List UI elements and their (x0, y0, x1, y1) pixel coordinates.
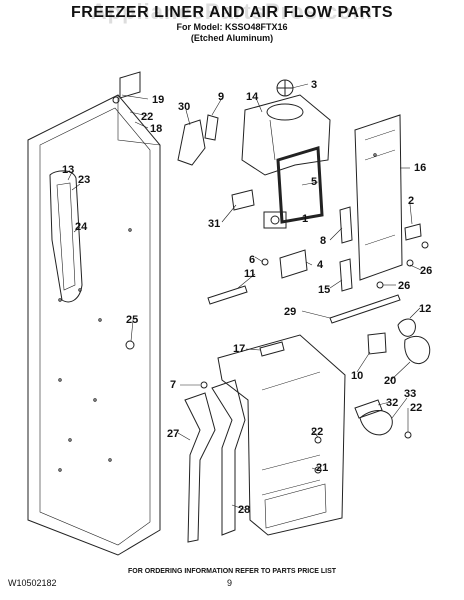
part-25-plug (125, 340, 135, 350)
callout-29: 29 (284, 306, 297, 318)
part-30-harness (177, 119, 206, 166)
callout-21: 21 (316, 462, 329, 474)
callout-6: 6 (249, 254, 256, 266)
part-33-light-housing (359, 410, 393, 436)
callout-31: 31 (208, 218, 221, 230)
part-21-duct-cover (217, 334, 346, 536)
callout-33: 33 (404, 388, 417, 400)
ordering-note: FOR ORDERING INFORMATION REFER TO PARTS … (127, 568, 337, 575)
callout-9: 9 (218, 91, 225, 103)
callout-13: 13 (62, 164, 75, 176)
callout-3: 3 (311, 79, 318, 91)
callout-12: 12 (419, 303, 432, 315)
callout-8: 8 (320, 235, 327, 247)
part-20-cover (404, 335, 431, 364)
part-32-bracket (354, 399, 383, 419)
freezer-liner (27, 94, 161, 556)
callout-22-cover: 22 (311, 426, 324, 438)
part-31-label (231, 189, 255, 211)
part-8-bracket (339, 206, 353, 244)
callout-11: 11 (244, 268, 256, 280)
callout-7: 7 (170, 379, 177, 391)
callout-4: 4 (317, 259, 324, 271)
side-air-duct (49, 170, 83, 303)
page-number: 9 (227, 578, 233, 588)
part-12-bulb (397, 318, 416, 337)
part-11-heater (207, 285, 248, 305)
watermark: AppliancePartsPros.com (90, 0, 374, 24)
callout-14: 14 (246, 91, 259, 103)
part-17-label (259, 341, 285, 357)
part-19-bracket (119, 71, 141, 99)
callout-15: 15 (318, 284, 331, 296)
part-5-gasket (276, 146, 324, 224)
part-14-duct-housing (241, 94, 331, 176)
part-3-fan (276, 79, 294, 97)
part-2-clip (404, 223, 422, 241)
callout-2: 2 (408, 195, 415, 207)
part-10-socket (367, 332, 387, 355)
callout-28: 28 (238, 504, 251, 516)
callout-27: 27 (167, 428, 180, 440)
callout-1: 1 (302, 213, 309, 225)
callout-25: 25 (126, 314, 139, 326)
part-27-duct (184, 392, 216, 543)
finish-line: (Etched Aluminum) (190, 33, 274, 43)
callout-26-upper: 26 (420, 265, 433, 277)
page-title: FREEZER LINER AND AIR FLOW PARTS (70, 4, 394, 21)
callout-32: 32 (386, 397, 399, 409)
document-number: W10502182 (8, 578, 57, 588)
callout-26-lower: 26 (398, 280, 411, 292)
callout-18: 18 (150, 123, 163, 135)
page-header: FREEZER LINER AND AIR FLOW PARTS For Mod… (0, 4, 464, 44)
callout-30: 30 (178, 101, 191, 113)
part-28-duct (211, 379, 246, 536)
part-29-strip (329, 294, 401, 324)
callout-20: 20 (384, 375, 397, 387)
callout-10: 10 (351, 370, 364, 382)
callout-16: 16 (414, 162, 427, 174)
model-line: For Model: KSSO48FTX16 (176, 22, 288, 32)
part-16-back-panel (354, 114, 403, 281)
callout-22: 22 (141, 111, 154, 123)
callout-19: 19 (152, 94, 165, 106)
callout-23: 23 (78, 174, 91, 186)
part-4-bracket (279, 249, 308, 279)
callout-22-light: 22 (410, 402, 423, 414)
callout-5: 5 (311, 176, 318, 188)
part-15-bracket (339, 258, 353, 292)
callout-17: 17 (233, 343, 246, 355)
callout-24: 24 (75, 221, 88, 233)
